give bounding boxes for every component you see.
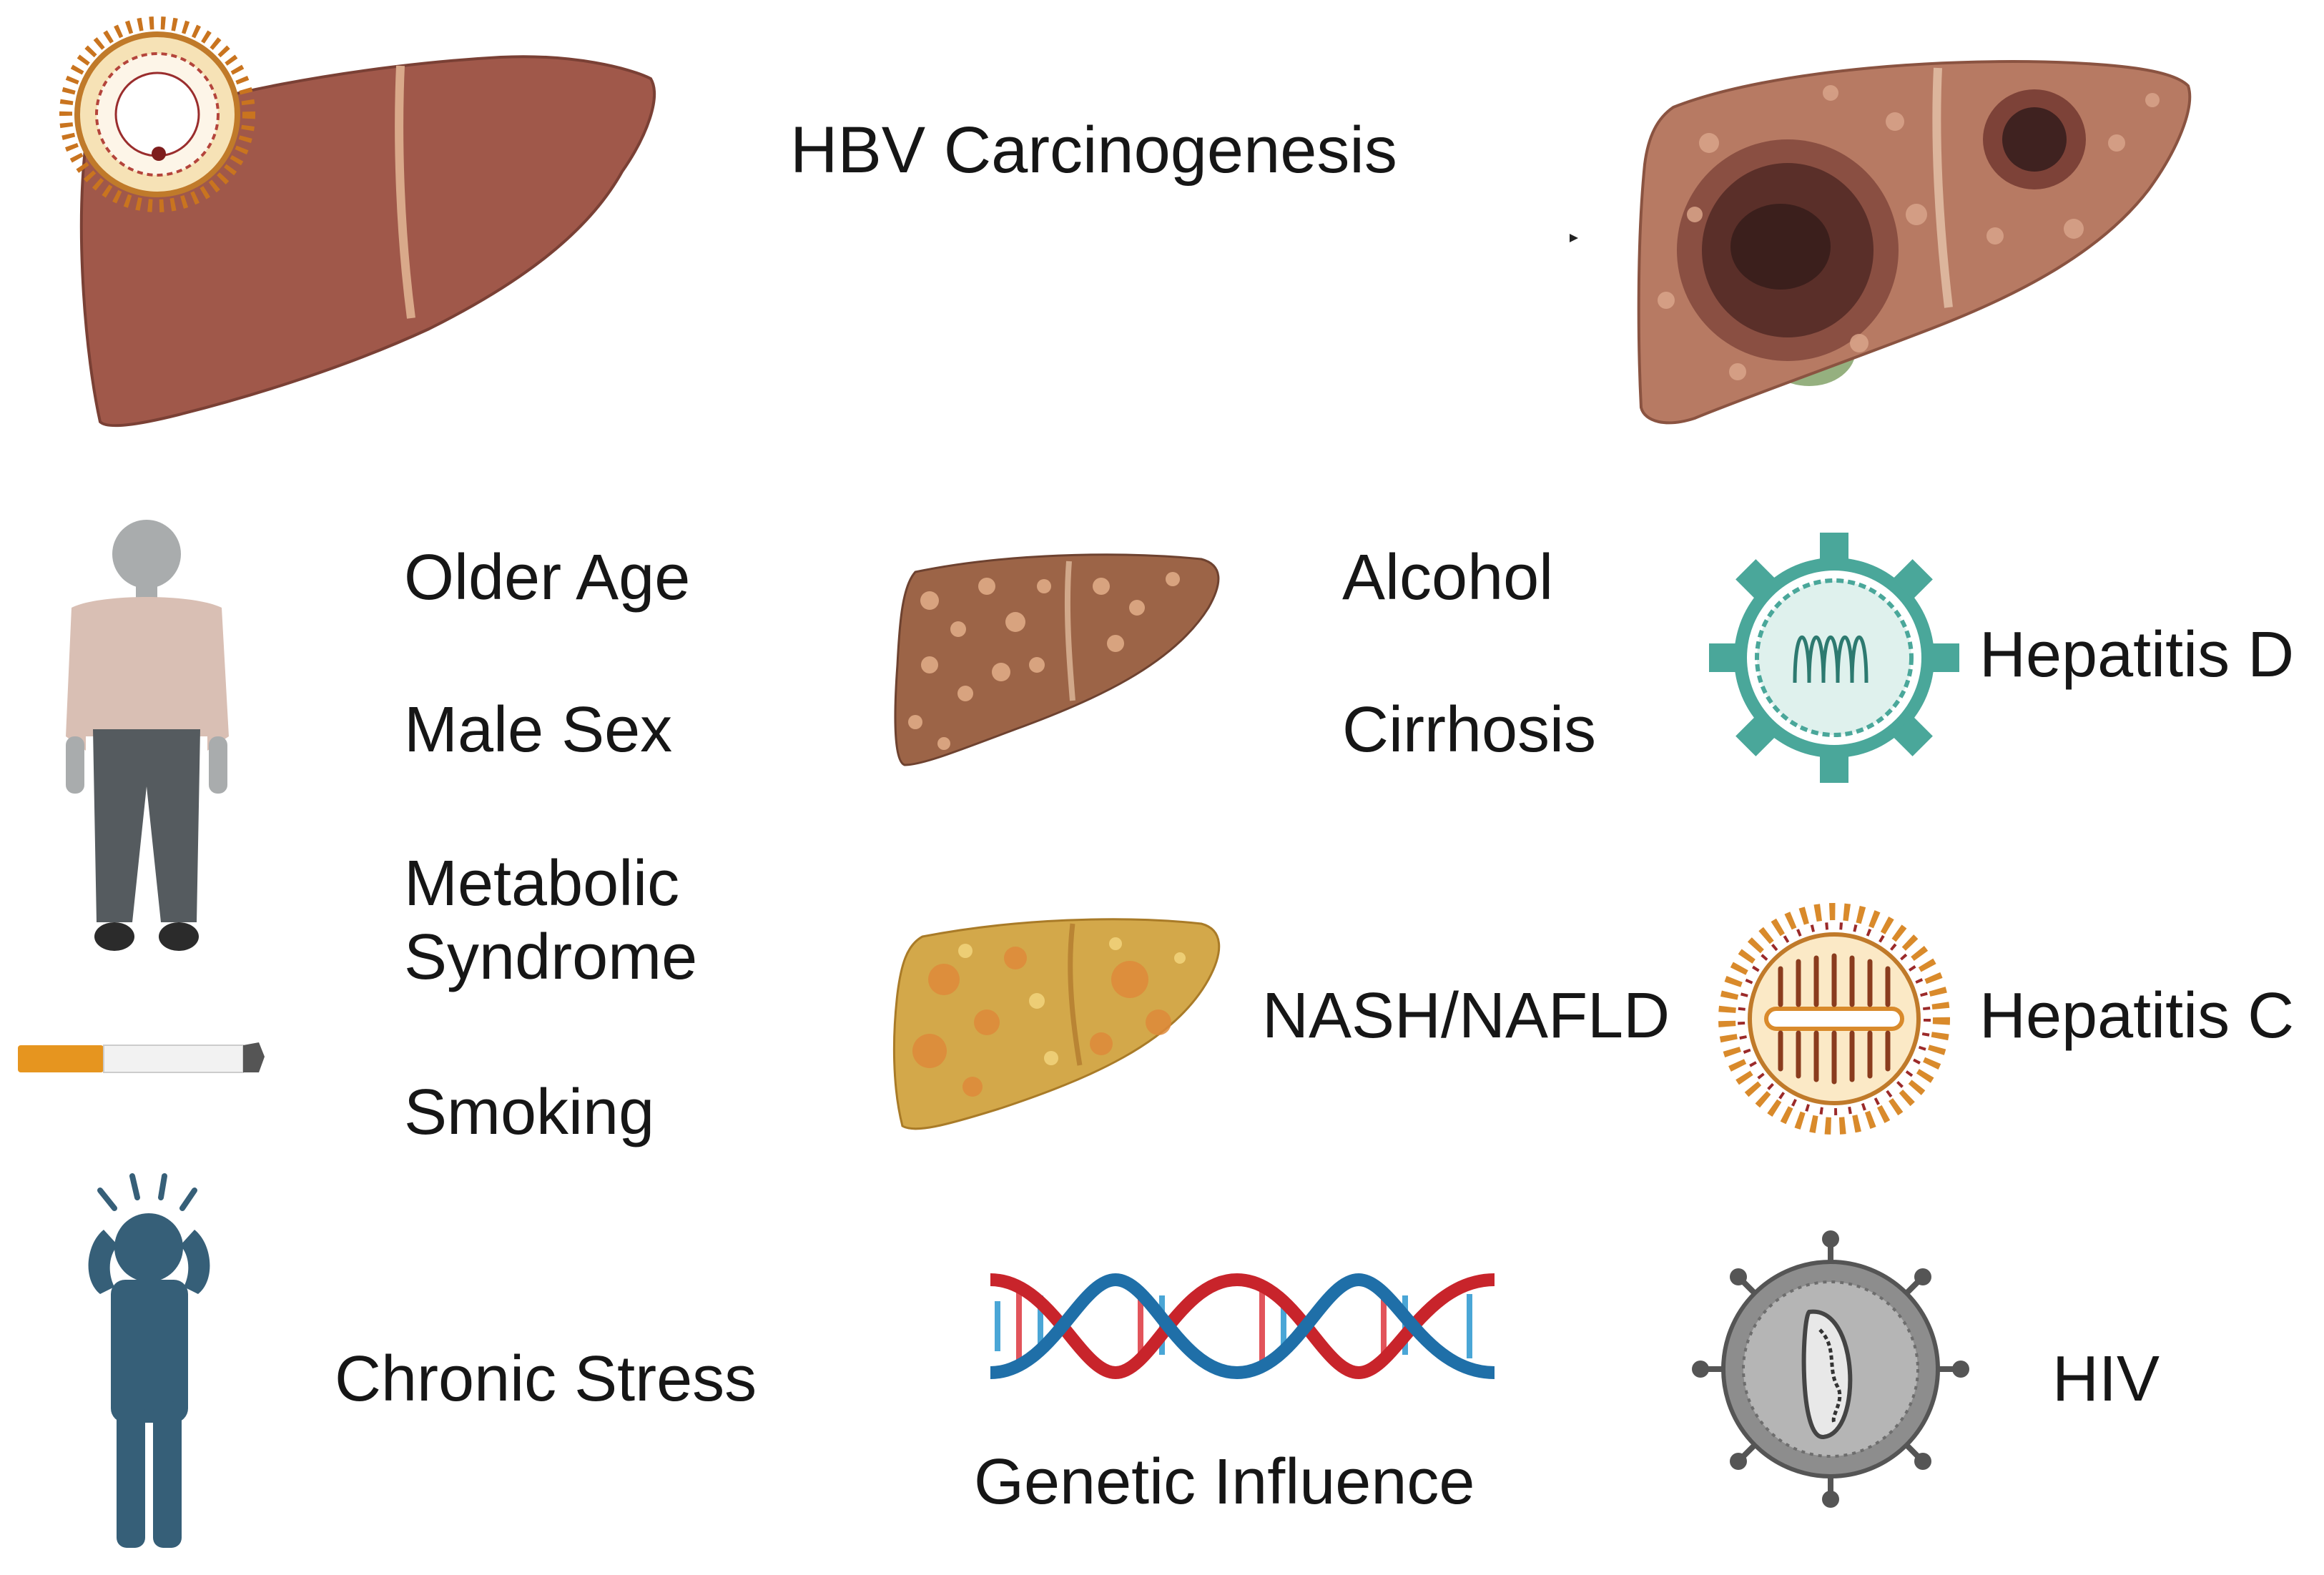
label-smoking: Smoking xyxy=(404,1077,655,1148)
stressed-person-icon xyxy=(88,1173,210,1548)
cirrhotic-liver-icon xyxy=(894,553,1220,766)
label-metabolic-syndrome: Metabolic Syndrome xyxy=(404,848,698,993)
label-older-age: Older Age xyxy=(404,542,691,613)
dna-helix-icon xyxy=(990,1273,1495,1380)
label-hepatitis-d: Hepatitis D xyxy=(1979,619,2295,691)
label-genetic-influence: Genetic Influence xyxy=(974,1446,1475,1518)
label-cirrhosis: Cirrhosis xyxy=(1342,694,1597,766)
older-person-icon xyxy=(66,520,229,951)
cigarette-icon xyxy=(18,1042,265,1073)
hiv-virus-icon xyxy=(1692,1230,1969,1508)
label-alcohol: Alcohol xyxy=(1342,542,1554,613)
label-hepatitis-c: Hepatitis C xyxy=(1979,980,2295,1052)
liver-with-hbv-icon xyxy=(59,16,656,428)
label-chronic-stress: Chronic Stress xyxy=(335,1343,757,1415)
cancerous-liver-icon xyxy=(1637,59,2192,425)
hepatitis-d-virus-icon xyxy=(1709,533,1959,783)
diagram-title: HBV Carcinogenesis xyxy=(790,114,1397,187)
label-male-sex: Male Sex xyxy=(404,694,673,766)
label-hiv: HIV xyxy=(2052,1343,2160,1415)
fatty-liver-icon xyxy=(892,918,1221,1130)
hepatitis-c-virus-icon xyxy=(1718,903,1950,1135)
label-nash-nafld: NASH/NAFLD xyxy=(1262,980,1670,1052)
